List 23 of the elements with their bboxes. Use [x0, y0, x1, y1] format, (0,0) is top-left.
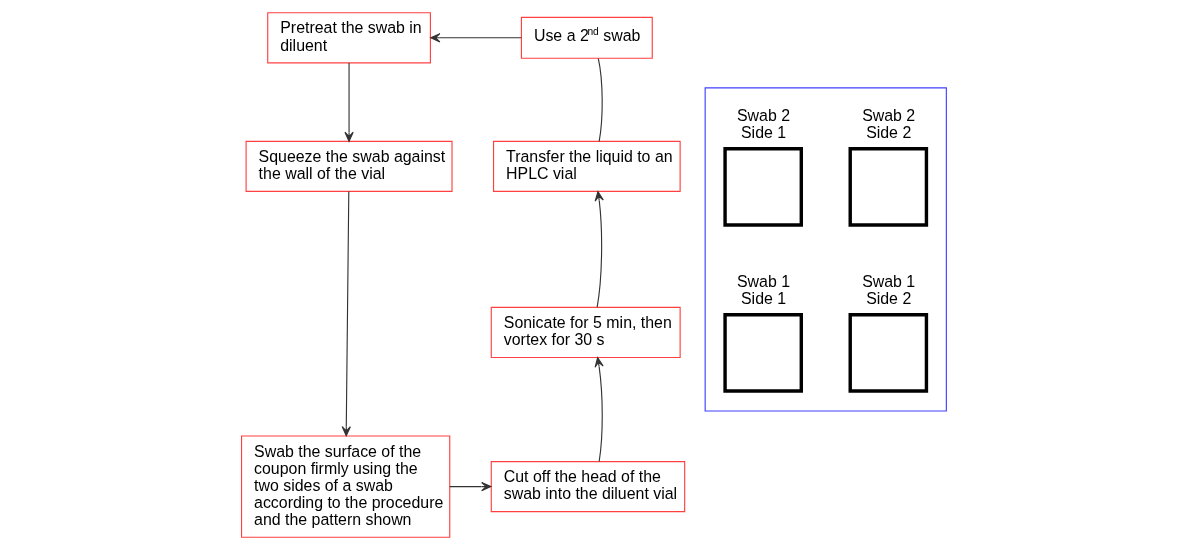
node-label: Swab 2 Side 2 [862, 107, 916, 142]
cluster [704, 87, 947, 412]
node-label: Swab 2 Side 1 [737, 107, 791, 142]
node-label: Swab 1 Side 2 [862, 273, 916, 308]
node-box: Use a 2$^{nd}$ swab [520, 16, 653, 59]
node-box: Sonicate for 5 min, then vortex for 30 s [490, 306, 681, 359]
node-box [723, 313, 803, 393]
arrow [344, 62, 354, 142]
node-label: Swab 1 Side 1 [737, 273, 791, 308]
node-box: Swab the surface of the coupon firmly using the two sides of a swab according to the procedure and the pattern shown [241, 435, 451, 538]
node-box: Cut off the head of the swab into the diluent vial [490, 461, 686, 513]
arrow [594, 191, 604, 308]
arrow [430, 33, 522, 43]
node-box [723, 147, 803, 227]
arrow [449, 481, 492, 492]
node-box: Squeeze the swab against the wall of the vial [245, 140, 453, 192]
node-box: Pretreat the swab in diluent [267, 12, 431, 64]
node-box [848, 313, 929, 393]
node-box [848, 147, 929, 227]
connector [597, 58, 603, 142]
arrow [341, 190, 351, 437]
arrow [594, 357, 604, 463]
node-box: Transfer the liquid to an HPLC vial [493, 140, 681, 192]
